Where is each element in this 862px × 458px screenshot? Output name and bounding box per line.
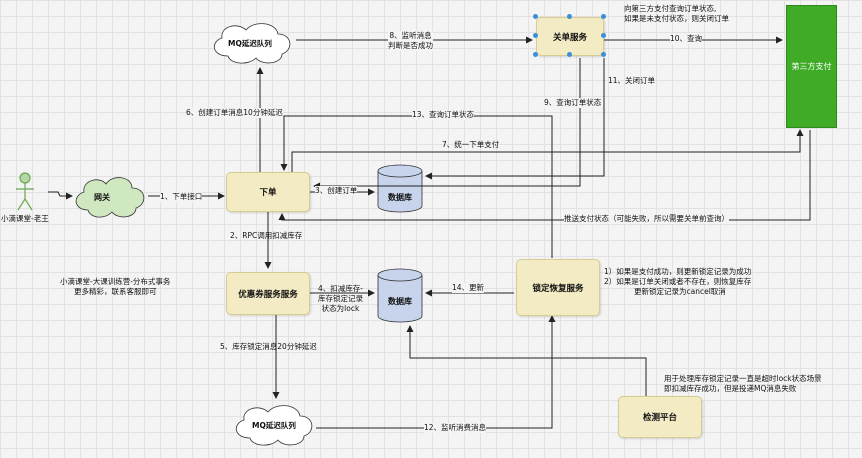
db-top-label: 数据库 — [388, 193, 412, 202]
gateway-label: 网关 — [94, 193, 110, 202]
side-note-line: 小滴课堂-大课训练营-分布式事务 — [60, 277, 171, 286]
label-e4-line: 4、扣减库存- — [318, 284, 363, 293]
label-e12: 12、监听消费消息 — [424, 423, 487, 433]
third-party-pay-node[interactable]: 第三方支付 — [786, 5, 837, 128]
label-e7: 7、统一下单支付 — [442, 140, 500, 149]
close-note-line: 如果是未支付状态，则关闭订单 — [624, 14, 729, 23]
side-note-line: 更多精彩，联系客服即可 — [73, 287, 157, 296]
gateway-cloud — [75, 177, 145, 218]
edge-push-third-order — [278, 130, 811, 221]
edge-11-close-db — [425, 58, 605, 180]
recover-note: 1）如果是支付成功，则更新锁定记录为成功 2）如果是订单关闭或者不存在，则恢复库… — [604, 267, 751, 297]
selection-handle[interactable] — [533, 52, 538, 57]
database-top-icon — [377, 164, 423, 213]
coupon-service-node[interactable]: 优惠券服务服务 — [226, 272, 310, 315]
label-push: 推送支付状态（可能失败，所以需要关单前查询） — [564, 214, 729, 224]
selection-handle[interactable] — [567, 52, 572, 57]
label-e6: 6、创建订单消息10分钟延迟 — [186, 108, 283, 118]
edge-9-close-order — [313, 58, 581, 190]
lock-recovery-node[interactable]: 锁定恢复服务 — [516, 259, 600, 316]
detect-platform-node[interactable]: 检测平台 — [618, 396, 702, 438]
label-e14: 14、更新 — [452, 283, 485, 293]
label-e5: 5、库存锁定消息20分钟延迟 — [220, 342, 317, 351]
selection-handle[interactable] — [601, 33, 606, 38]
order-node[interactable]: 下单 — [226, 172, 310, 212]
close-note-line: 向第三方支付查询订单状态, — [624, 4, 717, 13]
detect-note: 用于处理库存锁定记录一直是超时lock状态场景 即扣减库存成功，但是投递MQ消息… — [664, 374, 822, 394]
label-e9: 9、查询订单状态 — [544, 98, 602, 108]
label-e1: 1、下单接口 — [160, 192, 203, 202]
selection-handle[interactable] — [533, 33, 538, 38]
db-bottom-label: 数据库 — [388, 297, 412, 306]
label-e8-line: 判断是否成功 — [388, 41, 433, 50]
label-e10: 10、查询 — [670, 34, 703, 44]
close-note: 向第三方支付查询订单状态, 如果是未支付状态，则关闭订单 — [624, 4, 729, 24]
actor-icon — [16, 172, 34, 211]
label-e2: 2、RPC调用扣减库存 — [230, 231, 303, 240]
label-e13: 13、查询订单状态 — [412, 110, 475, 120]
detect-note-line: 即扣减库存成功，但是投递MQ消息失败 — [664, 384, 797, 393]
detect-note-line: 用于处理库存锁定记录一直是超时lock状态场景 — [664, 374, 822, 383]
label-e4: 4、扣减库存- 库存锁定记录 状态为lock — [318, 284, 363, 314]
selection-handle[interactable] — [567, 14, 572, 19]
mq-bottom-cloud — [236, 405, 313, 446]
mq-top-cloud — [214, 23, 291, 64]
recover-note-line: 1）如果是支付成功，则更新锁定记录为成功 — [604, 267, 752, 276]
label-e8-line: 8、监听消息 — [389, 31, 432, 40]
actor-label: 小滴课堂-老王 — [1, 214, 49, 223]
label-e4-line: 状态为lock — [321, 304, 360, 313]
recover-note-line: 更新锁定记录为cancel取消 — [634, 287, 726, 296]
label-e8: 8、监听消息 判断是否成功 — [388, 31, 433, 51]
selection-handle[interactable] — [533, 14, 538, 19]
database-bottom-icon — [377, 268, 423, 323]
label-e3: 3、创建订单 — [315, 186, 358, 196]
mq-top-label: MQ延迟队列 — [228, 39, 272, 48]
recover-note-line: 2）如果是订单关闭或者不存在，则恢复库存 — [604, 277, 752, 286]
edge-12-mq-lock — [316, 315, 556, 429]
selection-handle[interactable] — [601, 14, 606, 19]
side-note: 小滴课堂-大课训练营-分布式事务 更多精彩，联系客服即可 — [60, 277, 170, 297]
edge-actor-gateway — [48, 191, 73, 200]
edge-7-order-third — [291, 129, 804, 172]
label-e11: 11、关闭订单 — [608, 76, 656, 85]
mq-bottom-label: MQ延迟队列 — [252, 421, 296, 430]
close-service-node[interactable]: 关单服务 — [536, 17, 604, 56]
selection-handle[interactable] — [601, 52, 606, 57]
edge-detect-db — [406, 325, 647, 396]
label-e4-line: 库存锁定记录 — [318, 294, 363, 303]
